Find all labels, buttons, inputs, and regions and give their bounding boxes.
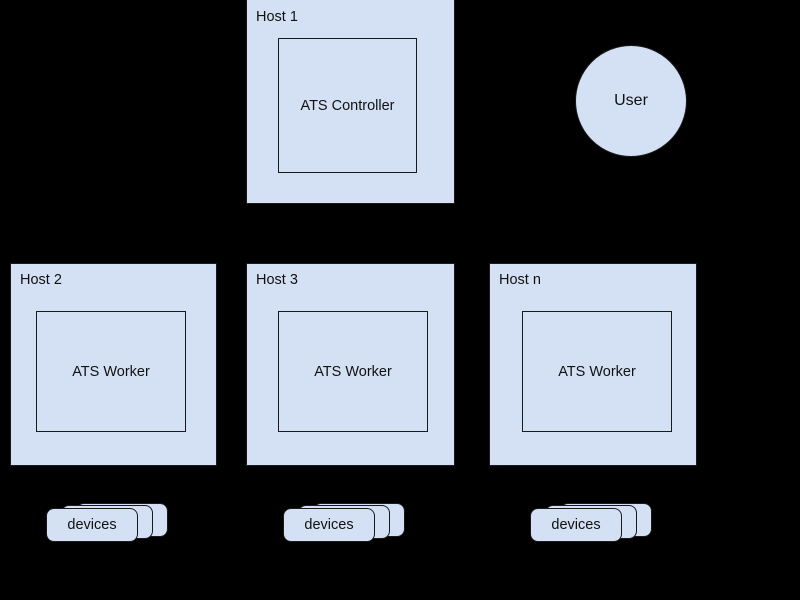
component-box-ats-controller[interactable]: ATS Controller <box>278 38 417 173</box>
host-label-host-1: Host 1 <box>256 9 298 25</box>
host-label-host-n: Host n <box>499 272 541 288</box>
devices-stack-host-3[interactable]: devices <box>283 503 405 543</box>
host-label-host-2: Host 2 <box>20 272 62 288</box>
devices-label-host-n: devices <box>551 517 601 533</box>
component-box-ats-worker-host-n[interactable]: ATS Worker <box>522 311 672 432</box>
component-label-ats-worker-host-3: ATS Worker <box>314 363 392 380</box>
actor-user[interactable]: User <box>575 45 687 157</box>
devices-label-host-3: devices <box>304 517 354 533</box>
devices-sheet-front[interactable]: devices <box>530 508 622 542</box>
devices-stack-host-2[interactable]: devices <box>46 503 168 543</box>
actor-label-user: User <box>614 92 648 109</box>
devices-label-host-2: devices <box>67 517 117 533</box>
host-label-host-3: Host 3 <box>256 272 298 288</box>
component-label-ats-controller: ATS Controller <box>300 97 395 114</box>
devices-sheet-front[interactable]: devices <box>283 508 375 542</box>
component-label-ats-worker-host-n: ATS Worker <box>558 363 636 380</box>
devices-sheet-front[interactable]: devices <box>46 508 138 542</box>
component-label-ats-worker-host-2: ATS Worker <box>72 363 150 380</box>
devices-stack-host-n[interactable]: devices <box>530 503 652 543</box>
component-box-ats-worker-host-2[interactable]: ATS Worker <box>36 311 186 432</box>
component-box-ats-worker-host-3[interactable]: ATS Worker <box>278 311 428 432</box>
